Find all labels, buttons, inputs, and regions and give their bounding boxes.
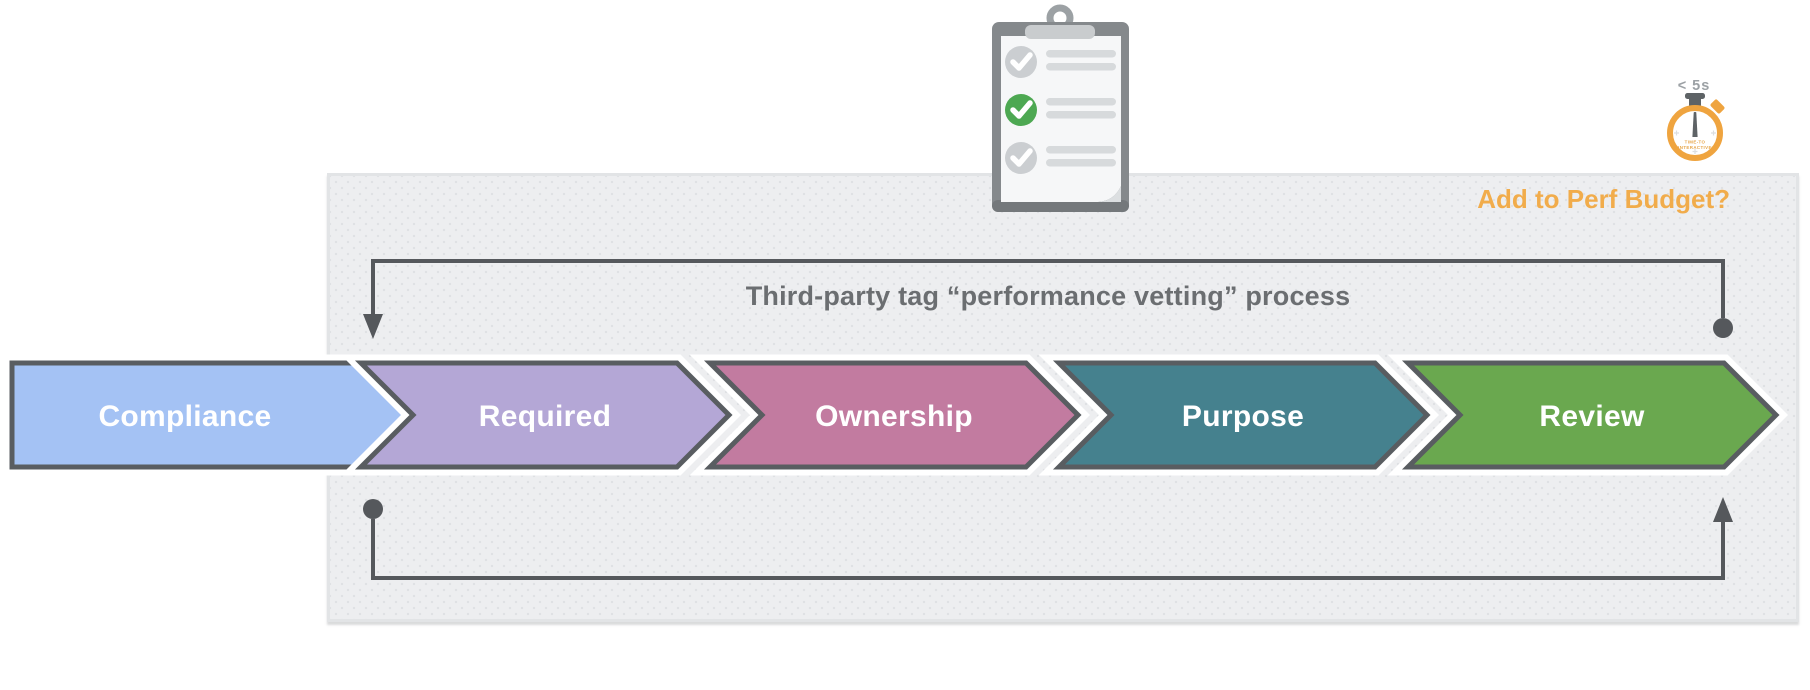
stopwatch-dial-label: TIME-TO: [1685, 140, 1706, 145]
arrowhead-down-icon: [363, 314, 383, 339]
stage-label-purpose: Purpose: [1182, 400, 1304, 433]
bottom-connector-arrow: [363, 497, 1733, 580]
checklist-line: [1046, 98, 1116, 106]
stopwatch-icon: < 5s TIME-TO INTERACTIVE: [1667, 78, 1725, 161]
checklist-row: [1005, 94, 1116, 126]
stopwatch-dial-label: INTERACTIVE: [1678, 145, 1712, 150]
perf-budget-question: Add to Perf Budget?: [1477, 184, 1730, 214]
stage-chevron-purpose: Purpose: [1038, 354, 1440, 476]
stage-label-required: Required: [479, 400, 611, 433]
checklist-line: [1046, 63, 1116, 71]
stopwatch-dial-ticks: [1674, 130, 1716, 154]
stage-label-review: Review: [1539, 400, 1645, 433]
stage-chevron-ownership: Ownership: [689, 354, 1091, 476]
stage-chevron-compliance: Compliance: [3, 354, 423, 476]
process-title: Third-party tag “performance vetting” pr…: [745, 281, 1351, 311]
stage-label-ownership: Ownership: [815, 400, 973, 433]
checklist-line: [1046, 146, 1116, 154]
connector-start-dot: [363, 499, 383, 519]
checklist-line: [1046, 50, 1116, 58]
checklist-line: [1046, 159, 1116, 167]
clipboard-paper-curl: [1098, 186, 1121, 202]
clipboard-clip: [1025, 25, 1095, 39]
checklist-row: [1005, 142, 1116, 174]
stage-chevron-review: Review: [1387, 354, 1789, 476]
stopwatch-side-button: [1710, 99, 1725, 114]
connector-endpoint-dot: [1713, 318, 1733, 338]
stage-chevron-required: Required: [340, 354, 742, 476]
checklist-line: [1046, 111, 1116, 119]
stage-label-compliance: Compliance: [98, 400, 271, 433]
checklist-clipboard-icon: [992, 4, 1129, 212]
stopwatch-time-label: < 5s: [1678, 78, 1711, 94]
top-connector-arrow: [363, 259, 1733, 339]
arrowhead-up-icon: [1713, 497, 1733, 522]
checklist-row: [1005, 46, 1116, 78]
stopwatch-needle: [1692, 111, 1698, 137]
